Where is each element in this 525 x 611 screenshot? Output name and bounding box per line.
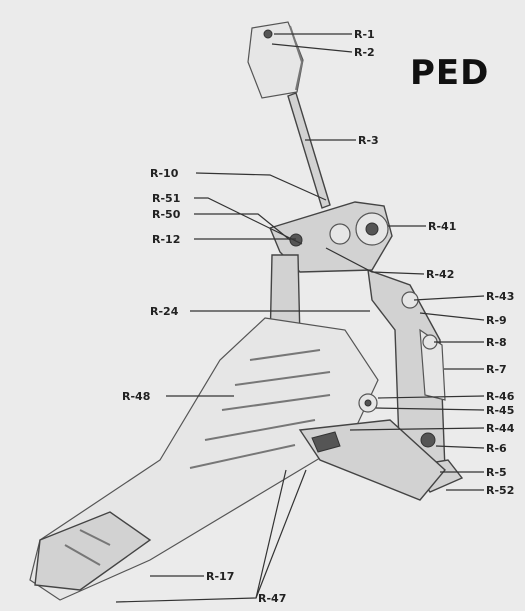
label-r41: R-41	[428, 220, 456, 233]
label-r2: R-2	[354, 46, 375, 59]
label-r44: R-44	[486, 422, 515, 435]
label-r5: R-5	[486, 466, 507, 479]
title: PED	[410, 53, 489, 93]
label-r43: R-43	[486, 290, 514, 303]
label-r47: R-47	[258, 592, 286, 605]
label-r17: R-17	[206, 570, 234, 583]
label-r7: R-7	[486, 363, 507, 376]
label-r10: R-10	[150, 167, 179, 180]
label-r1: R-1	[354, 28, 375, 41]
label-r12: R-12	[152, 233, 180, 246]
label-r51: R-51	[152, 192, 180, 205]
label-r9: R-9	[486, 314, 507, 327]
label-r48: R-48	[122, 390, 150, 403]
label-r24: R-24	[150, 305, 179, 318]
beater-shaft	[288, 93, 330, 208]
label-r46: R-46	[486, 390, 515, 403]
label-r42: R-42	[426, 268, 454, 281]
label-r52: R-52	[486, 484, 514, 497]
label-r45: R-45	[486, 404, 514, 417]
label-r6: R-6	[486, 442, 507, 455]
label-r50: R-50	[152, 208, 181, 221]
label-r3: R-3	[358, 134, 379, 147]
label-r8: R-8	[486, 336, 507, 349]
